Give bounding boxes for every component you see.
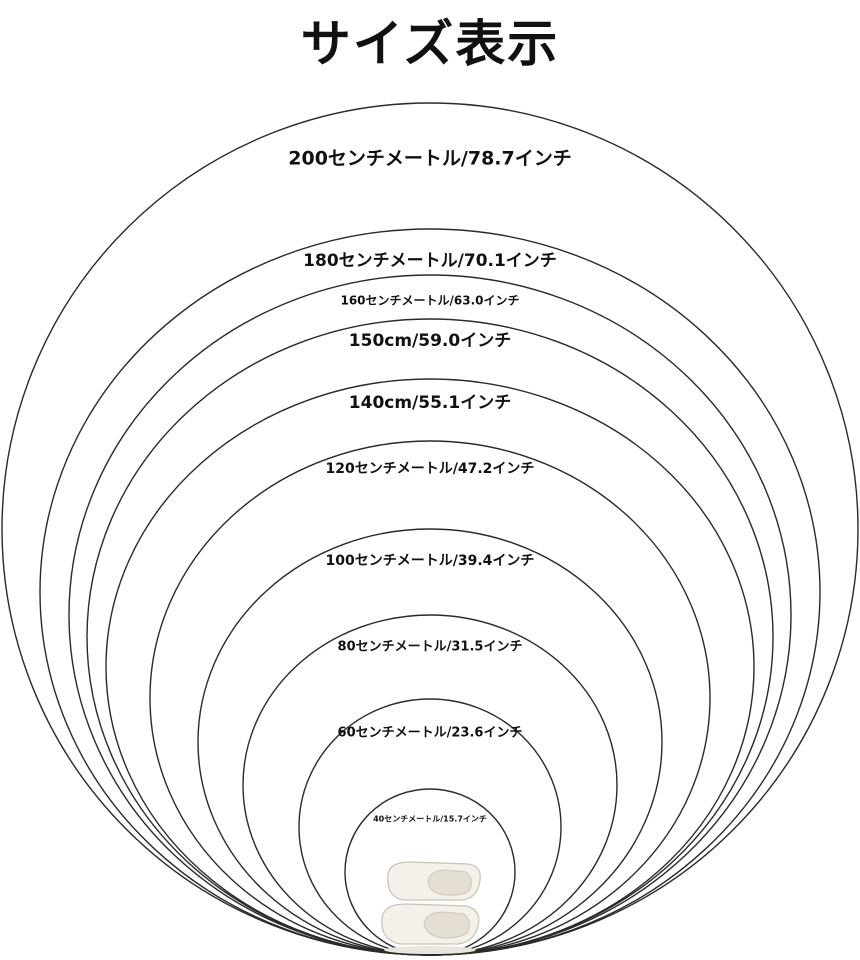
ring-label-200cm: 200センチメートル/78.7インチ xyxy=(288,148,571,170)
rings-group xyxy=(1,102,859,956)
ring-label-150cm: 150cm/59.0インチ xyxy=(349,331,511,351)
ring-label-100cm: 100センチメートル/39.4インチ xyxy=(326,553,535,569)
slippers-icon xyxy=(381,861,481,954)
ring-label-180cm: 180センチメートル/70.1インチ xyxy=(303,251,557,271)
ring-80cm xyxy=(242,614,618,956)
ring-label-160cm: 160センチメートル/63.0インチ xyxy=(340,294,519,308)
ring-label-140cm: 140cm/55.1インチ xyxy=(349,393,511,413)
ring-label-120cm: 120センチメートル/47.2インチ xyxy=(326,461,535,477)
ring-label-80cm: 80センチメートル/31.5インチ xyxy=(338,640,523,655)
page-title: サイズ表示 xyxy=(300,15,560,73)
ring-label-60cm: 60センチメートル/23.6インチ xyxy=(338,726,523,741)
ring-label-40cm: 40センチメートル/15.7インチ xyxy=(373,815,487,824)
labels-group: 200センチメートル/78.7インチ 180センチメートル/70.1インチ 160セ… xyxy=(288,148,571,824)
ring-40cm xyxy=(344,788,516,956)
